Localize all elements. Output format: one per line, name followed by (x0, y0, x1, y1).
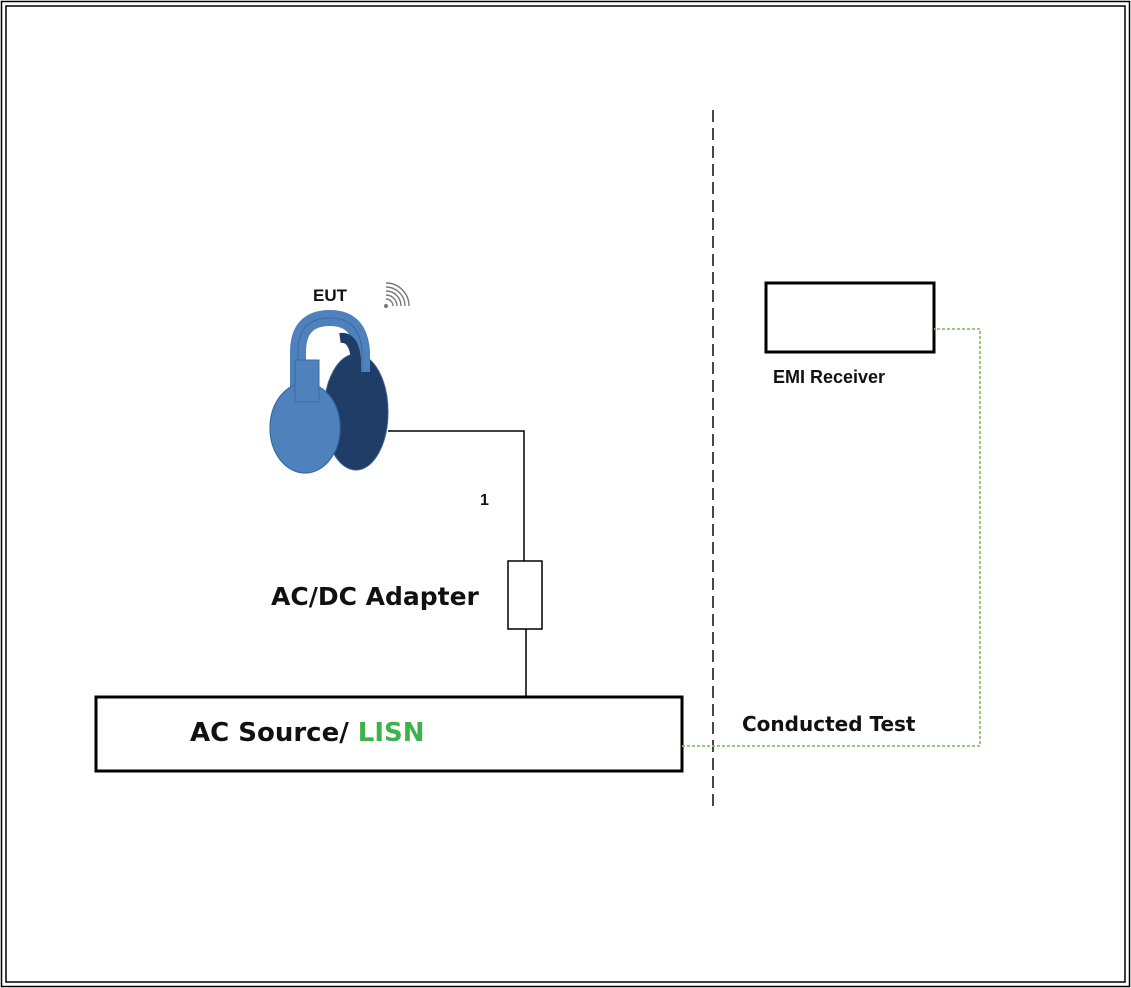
headphones-icon (269, 309, 389, 474)
wireless-signal-icon (384, 282, 410, 308)
conducted-test-line (682, 328, 981, 747)
cable-1 (388, 430, 525, 561)
eut-label: EUT (313, 286, 347, 305)
conducted-test-label: Conducted Test (742, 712, 916, 736)
ac-source-label-text: AC Source/ (190, 718, 358, 748)
ac-dc-adapter-box (507, 560, 543, 630)
lisn-label-text: LISN (357, 718, 425, 748)
ac-dc-adapter-label: AC/DC Adapter (271, 582, 479, 611)
ac-source-lisn-box (94, 695, 684, 773)
ac-source-lisn-label: AC Source/ LISN (190, 720, 425, 746)
cable-number-label: 1 (480, 492, 489, 509)
emi-receiver-box (764, 281, 936, 354)
emi-receiver-label: EMI Receiver (773, 367, 886, 387)
